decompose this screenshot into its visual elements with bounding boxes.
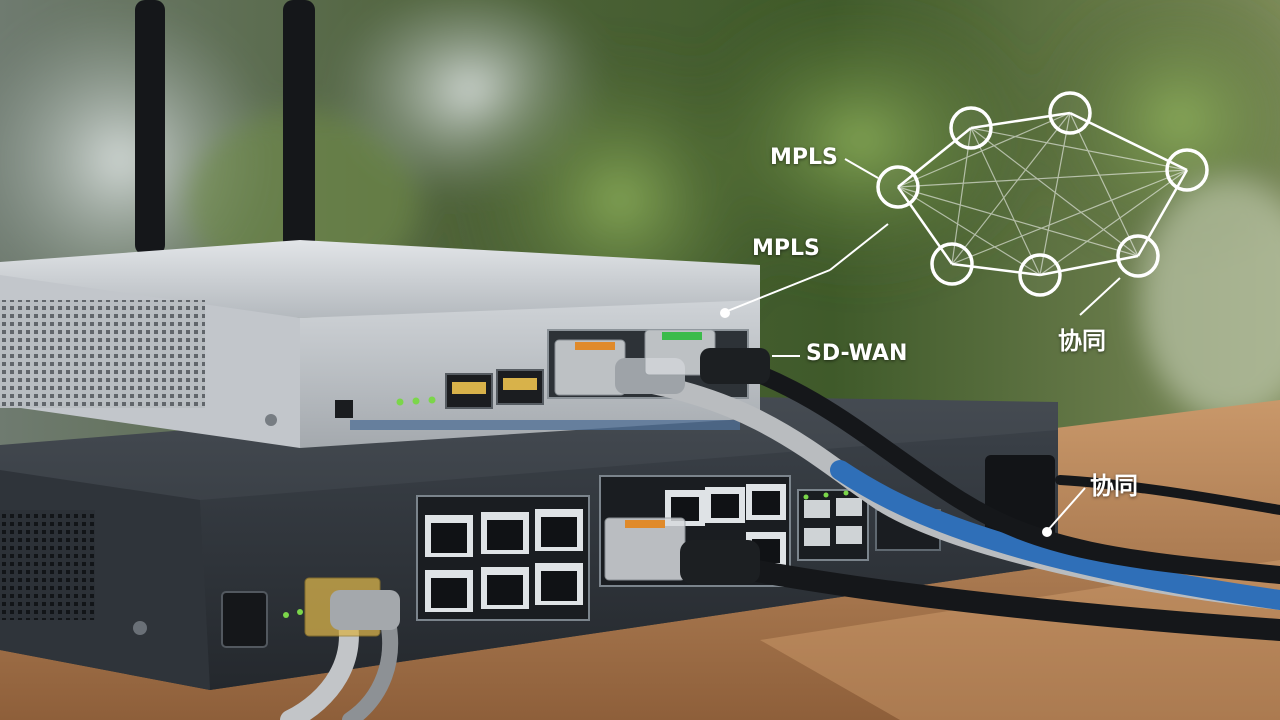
collaboration-label-right: 协同 [1058,327,1106,355]
mesh-node [1048,91,1092,135]
mesh-node [930,242,974,286]
annotation-callouts [720,158,1121,537]
mesh-network-diagram [876,91,1209,297]
mesh-node [1018,253,1062,297]
mesh-node [1116,234,1160,278]
collaboration-label-bottom: 协同 [1090,472,1138,500]
mesh-node [949,106,993,150]
mpls-label-mid: MPLS [752,236,820,261]
mesh-node [1165,148,1209,192]
sdwan-label: SD-WAN [806,341,908,366]
router-antennas [135,0,315,255]
network-cables [280,351,1280,720]
mpls-label-top: MPLS [770,145,838,170]
network-switch [0,395,1058,690]
mesh-node [876,165,920,209]
rj45-connectors [304,329,770,637]
